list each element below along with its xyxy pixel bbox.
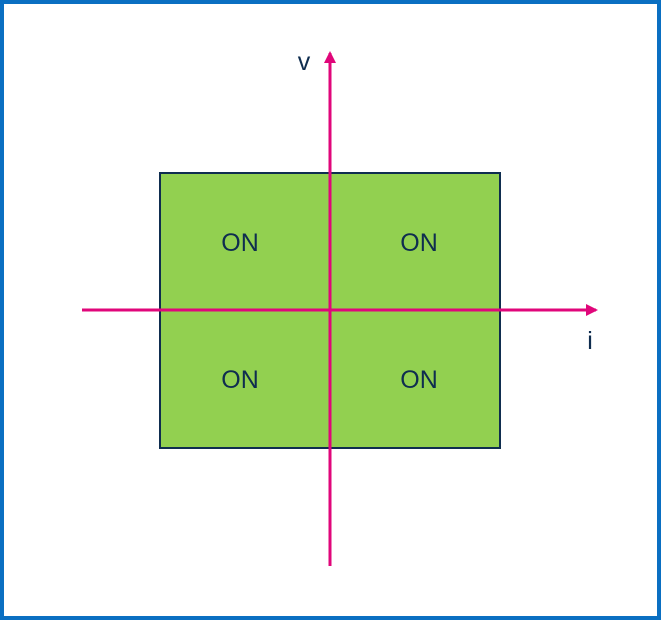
quadrant-top-left-label: ON	[221, 229, 259, 257]
horizontal-axis-label: i	[587, 327, 593, 355]
quadrant-bottom-right-label: ON	[400, 366, 438, 394]
quadrant-top-right-label: ON	[400, 229, 438, 257]
quadrant-bottom-left-label: ON	[221, 366, 259, 394]
vertical-axis-label: v	[298, 48, 311, 76]
